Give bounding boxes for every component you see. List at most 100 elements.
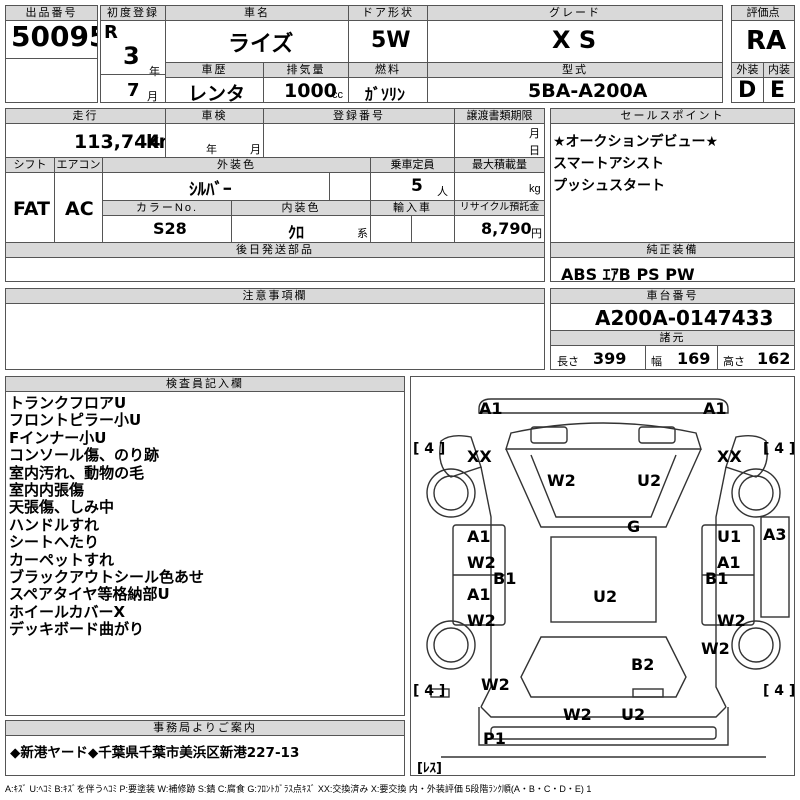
interior-color-cell: 内装色 ｸﾛ 系 (231, 200, 371, 243)
grade: X S (552, 26, 597, 54)
score: RA (746, 26, 787, 56)
history-cell: 車歴 レンタ (165, 62, 264, 103)
length: 399 (593, 349, 627, 368)
inspector-note-item: スペアタイヤ等格納部U (9, 585, 170, 604)
sales-point-item: ★オークションデビュー★ (553, 134, 719, 150)
later-parts-label: 後日発送部品 (6, 243, 544, 258)
caution-label: 注意事項欄 (6, 289, 544, 304)
damage-mark: W2 (467, 611, 496, 630)
era: R (104, 22, 118, 43)
inspector-note-item: ホイールカバーX (9, 602, 126, 621)
damage-mark: U2 (593, 587, 618, 606)
damage-mark: W2 (481, 675, 510, 694)
chassis-number: A200A-0147433 (595, 306, 774, 330)
tire-tread-label: [ 4 ] (763, 683, 795, 699)
interior-grade-cell: 内装 E (763, 62, 795, 103)
interior-color-unit: 系 (357, 228, 368, 240)
chassis-label: 車台番号 (551, 289, 794, 304)
color-number-cell: カラーNo. S28 (102, 200, 232, 243)
inspection-label: 車検 (166, 109, 263, 124)
shift-label: シフト (6, 158, 54, 173)
damage-mark: A1 (467, 527, 491, 546)
inspector-note-item: カーペットすれ (9, 550, 115, 569)
tire-tread-label: [ 4 ] (413, 683, 446, 699)
car-outline-diagram (426, 398, 790, 758)
model-cell: 型式 5BA-A200A (427, 62, 723, 103)
reg-month: 7 (127, 80, 140, 101)
door-type: 5W (371, 28, 411, 53)
shift-cell: シフト FAT (5, 157, 55, 243)
inspector-note-item: 室内汚れ、動物の毛 (9, 463, 145, 482)
damage-mark: W2 (717, 611, 746, 630)
score-cell: 評価点 RA (731, 5, 795, 63)
damage-mark: XX (467, 447, 492, 466)
fuel-label: 燃料 (349, 63, 427, 78)
damage-mark: G (627, 517, 641, 536)
history-label: 車歴 (166, 63, 263, 78)
chassis-cell: 車台番号 A200A-0147433 (550, 288, 795, 331)
height: 162 (757, 349, 791, 368)
caution-cell: 注意事項欄 (5, 288, 545, 370)
exterior-color: ｼﾙﾊﾞｰ (189, 180, 232, 200)
sales-points-label: セールスポイント (551, 109, 794, 124)
exterior-color-label: 外装色 (103, 158, 370, 173)
equipment-cell: 純正装備 ABS ｴｱB PS PW (550, 242, 795, 282)
import-label: 輸入車 (371, 201, 454, 216)
interior-color: ｸﾛ (288, 223, 305, 242)
inspector-note-item: 室内内張傷 (9, 481, 85, 500)
sales-point-item: スマートアシスト (553, 156, 665, 172)
equipment: ABS ｴｱB PS PW (561, 265, 695, 282)
ac: AC (65, 198, 94, 220)
damage-mark: W2 (563, 705, 592, 724)
import-cell: 輸入車 (370, 200, 455, 243)
ac-label: エアコン (55, 158, 102, 173)
inspector-note-item: トランクフロアU (9, 394, 127, 412)
damage-mark: A3 (763, 525, 787, 544)
lot-number-cell: 出品番号 50095 (5, 5, 98, 59)
inspection-month-unit: 月 (250, 144, 261, 156)
exterior-grade-label: 外装 (732, 63, 763, 78)
spare-tire-label: [ﾚｽ] (417, 761, 442, 776)
lot-number-label: 出品番号 (6, 6, 97, 21)
registration-cell: 登録番号 (263, 108, 455, 158)
shift: FAT (13, 198, 50, 220)
exterior-color-cell: 外装色 ｼﾙﾊﾞｰ (102, 157, 371, 201)
damage-mark: W2 (467, 553, 496, 572)
office-cell: 事務局よりご案内 ◆新港ヤード◆千葉県千葉市美浜区新港227-13 (5, 720, 405, 776)
sales-points-list: ★オークションデビュー★スマートアシストプッシュスタート (553, 131, 718, 197)
legend: A:ｷｽﾞ U:ﾍｺﾐ B:ｷｽﾞを伴うﾍｺﾐ P:要塗装 W:補修跡 S:錆 … (5, 784, 592, 794)
recycle-fee: 8,790 (481, 219, 532, 238)
mileage-cell: 走行 113,744 km (5, 108, 166, 158)
first-registration-label: 初度登録 (101, 6, 165, 21)
door-cell: ドア形状 5W (348, 5, 428, 63)
model-label: 型式 (428, 63, 722, 78)
recycle-unit: 円 (531, 228, 542, 240)
grade-cell: グレード X S (427, 5, 723, 63)
damage-mark: W2 (547, 471, 576, 490)
inspection-year-unit: 年 (206, 144, 217, 156)
width: 169 (677, 349, 711, 368)
inspector-notes-label: 検査員記入欄 (6, 377, 404, 392)
inspection-cell: 車検 年 月 (165, 108, 264, 158)
damage-mark: A1 (703, 399, 727, 418)
tire-tread-label: [ 4 ] (763, 441, 795, 457)
inspector-note-item: ハンドルすれ (9, 515, 100, 534)
sales-points-cell: セールスポイント ★オークションデビュー★スマートアシストプッシュスタート (550, 108, 795, 258)
capacity-label: 乗車定員 (371, 158, 454, 173)
inspector-note-item: 天張傷、しみ中 (9, 498, 115, 517)
car-name-label: 車名 (166, 6, 348, 21)
damage-mark: U2 (637, 471, 662, 490)
office-note: ◆新港ヤード◆千葉県千葉市美浜区新港227-13 (10, 745, 300, 761)
equipment-label: 純正装備 (551, 243, 794, 258)
capacity-unit: 人 (437, 186, 448, 198)
displacement: 1000 (284, 80, 337, 102)
later-parts-cell: 後日発送部品 (5, 242, 545, 282)
damage-mark: B1 (493, 569, 517, 588)
fuel: ｶﾞｿﾘﾝ (365, 85, 406, 103)
capacity: 5 (411, 176, 423, 196)
damage-mark: A1 (717, 553, 741, 572)
interior-color-label: 内装色 (232, 201, 370, 216)
model: 5BA-A200A (528, 80, 648, 102)
